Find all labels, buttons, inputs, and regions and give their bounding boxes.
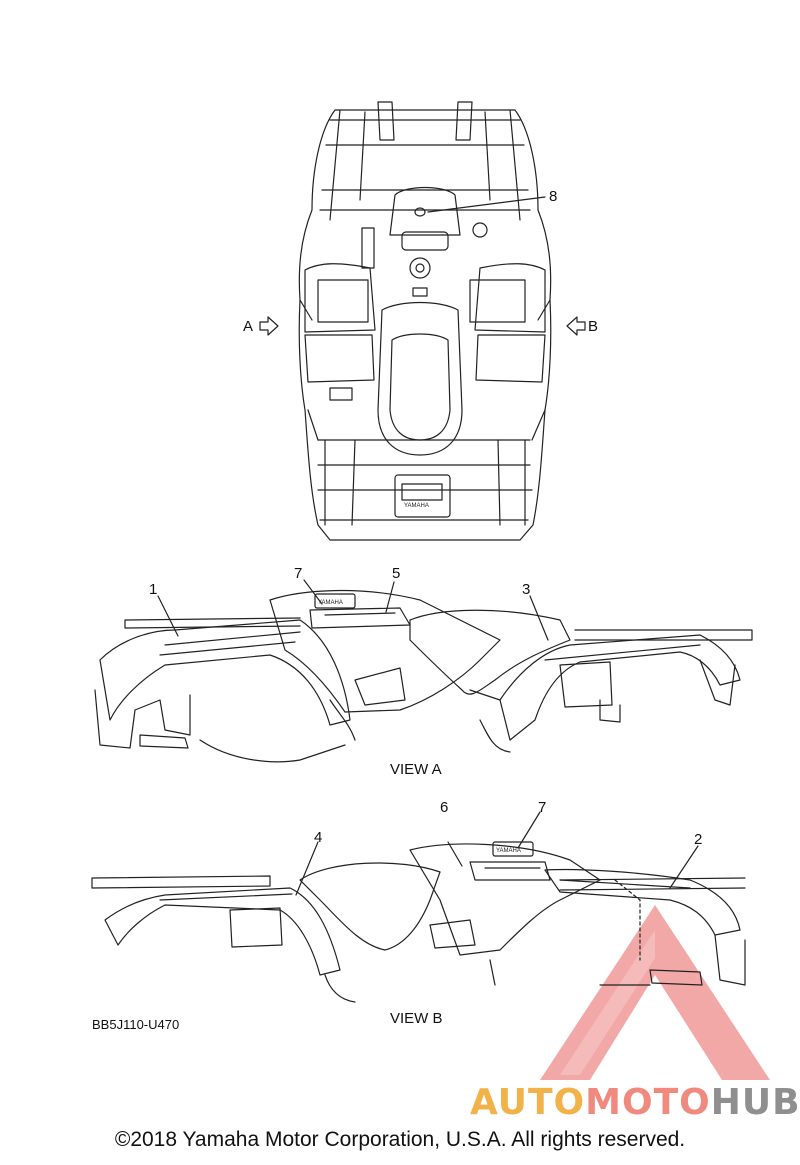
atv-view-a bbox=[94, 589, 753, 763]
watermark-triangle bbox=[540, 905, 770, 1080]
copyright-notice: ©2018 Yamaha Motor Corporation, U.S.A. A… bbox=[114, 1128, 686, 1151]
rear-emblem-text: YAMAHA bbox=[404, 503, 429, 509]
callout-2: 2 bbox=[694, 831, 703, 848]
leader-6 bbox=[447, 841, 463, 867]
leader-7b bbox=[517, 811, 541, 849]
view-a-label: VIEW A bbox=[390, 761, 442, 778]
leader-5 bbox=[385, 581, 395, 613]
leader-1 bbox=[157, 595, 179, 637]
leader-7a bbox=[303, 579, 323, 605]
tank-emblem-text-b: YAMAHA bbox=[496, 848, 521, 854]
atv-top-view bbox=[298, 101, 552, 541]
tank-emblem-text-a: YAMAHA bbox=[318, 600, 343, 606]
watermark-moto: MOTO bbox=[585, 1082, 711, 1123]
callout-7b: 7 bbox=[538, 799, 547, 816]
leader-3 bbox=[529, 595, 549, 641]
leader-2 bbox=[669, 845, 699, 889]
callout-6: 6 bbox=[440, 799, 449, 816]
arrow-b-icon bbox=[566, 316, 586, 336]
watermark-hub: HUB bbox=[710, 1082, 800, 1123]
callout-8: 8 bbox=[549, 188, 558, 205]
atv-view-b bbox=[91, 841, 746, 1003]
leader-8 bbox=[427, 196, 546, 213]
watermark-logo: AUTOMOTOHUB bbox=[470, 1082, 800, 1123]
callout-3: 3 bbox=[522, 581, 531, 598]
callout-4: 4 bbox=[314, 829, 323, 846]
watermark-auto: AUTO bbox=[470, 1082, 586, 1123]
callout-7a: 7 bbox=[294, 565, 303, 582]
view-b-label: VIEW B bbox=[390, 1010, 443, 1027]
arrow-a-label: A bbox=[243, 318, 254, 335]
callout-5: 5 bbox=[392, 565, 401, 582]
arrow-b-label: B bbox=[588, 318, 599, 335]
arrow-a-icon bbox=[259, 316, 279, 336]
leader-4 bbox=[295, 841, 319, 896]
callout-1: 1 bbox=[149, 581, 158, 598]
part-code: BB5J110-U470 bbox=[92, 1017, 180, 1032]
